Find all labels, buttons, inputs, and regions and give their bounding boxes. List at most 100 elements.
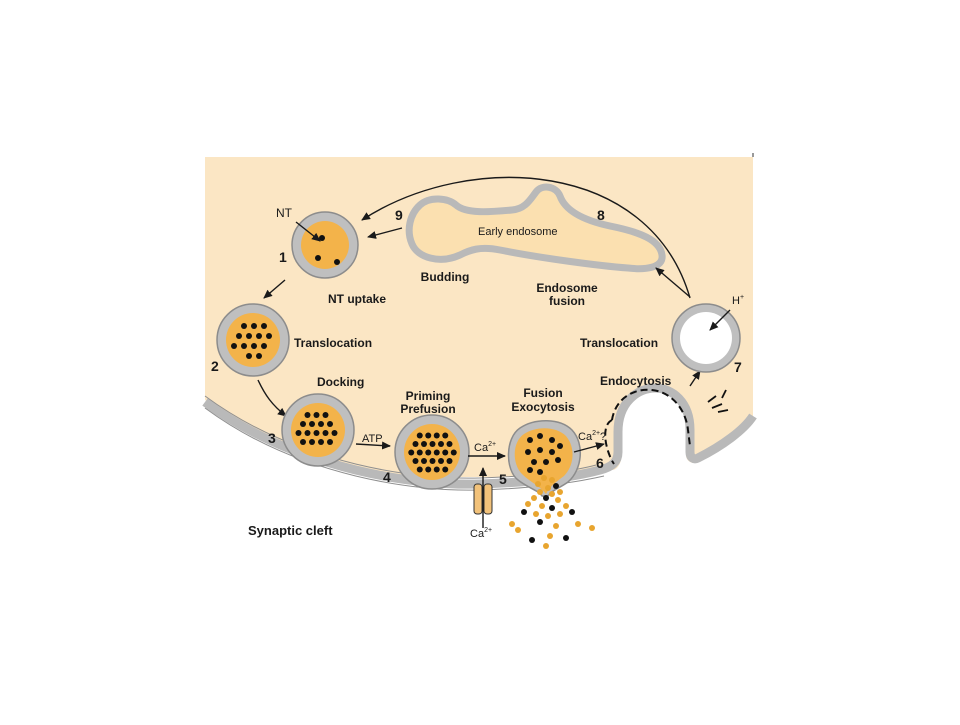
step-9: 9 xyxy=(395,207,403,223)
neurotransmitter-dot xyxy=(241,343,247,349)
neurotransmitter-dot xyxy=(521,509,527,515)
budding-label: Budding xyxy=(421,270,470,284)
neurotransmitter-dot xyxy=(295,430,302,436)
neurotransmitter-dot xyxy=(425,432,432,439)
neurotransmitter-dot xyxy=(549,449,555,455)
neurotransmitter-dot xyxy=(412,458,419,464)
synaptic-cleft-area xyxy=(205,392,753,720)
recycling-arrow xyxy=(361,176,691,299)
neurotransmitter-dot xyxy=(575,521,581,527)
neurotransmitter-dot xyxy=(547,533,553,539)
vesicle-7-empty xyxy=(671,303,741,373)
neurotransmitter-dot xyxy=(429,441,436,447)
neurotransmitter-dot xyxy=(327,421,333,427)
neurotransmitter-dot xyxy=(304,430,311,436)
step-7: 7 xyxy=(734,359,742,375)
neurotransmitter-dot xyxy=(412,441,419,447)
neurotransmitter-dot xyxy=(241,323,247,329)
neurotransmitter-dot xyxy=(549,505,555,511)
neurotransmitter-dot xyxy=(557,489,563,495)
neurotransmitter-dot xyxy=(553,483,559,489)
neurotransmitter-dot xyxy=(246,333,252,339)
neurotransmitter-dot xyxy=(555,457,561,463)
neurotransmitter-dot xyxy=(231,343,237,349)
neurotransmitter-dot xyxy=(261,343,267,349)
neurotransmitter-dot xyxy=(553,523,559,529)
neurotransmitter-dot xyxy=(555,497,561,503)
step-5: 5 xyxy=(499,471,507,487)
neurotransmitter-dot xyxy=(549,477,555,483)
neurotransmitter-dot xyxy=(246,353,252,359)
neurotransmitter-dot xyxy=(425,466,432,473)
neurotransmitter-dot xyxy=(549,491,555,497)
atp-label: ATP xyxy=(362,433,383,445)
neurotransmitter-dot xyxy=(331,430,338,436)
neurotransmitter-dot xyxy=(433,432,440,439)
ca-cleft-label: Ca2+ xyxy=(470,527,492,540)
neurotransmitter-dot xyxy=(251,323,257,329)
neurotransmitter-dot xyxy=(557,511,563,517)
neurotransmitter-dot xyxy=(429,458,436,464)
endosome-fusion-label: Endosome xyxy=(536,281,598,295)
nt-label: NT xyxy=(276,206,293,220)
neurotransmitter-dot xyxy=(525,449,531,455)
endocytic-coat xyxy=(611,388,691,447)
neurotransmitter-dot xyxy=(438,441,444,447)
vesicle-3 xyxy=(281,393,355,467)
neurotransmitter-dot xyxy=(433,466,440,473)
priming-label: Priming xyxy=(406,389,451,403)
step-3: 3 xyxy=(268,430,276,446)
neurotransmitter-dot xyxy=(543,495,549,501)
neurotransmitter-dot xyxy=(313,430,320,436)
step-2: 2 xyxy=(211,358,219,374)
neurotransmitter-dot xyxy=(543,459,549,465)
docking-label: Docking xyxy=(317,375,364,389)
neurotransmitter-dot xyxy=(322,412,329,418)
neurotransmitter-dot xyxy=(416,432,423,439)
h-plus-label: H+ xyxy=(732,294,744,307)
neurotransmitter-dot xyxy=(527,437,533,443)
neurotransmitter-dot xyxy=(309,439,315,445)
neurotransmitter-dot xyxy=(533,511,539,517)
neurotransmitter-dot xyxy=(446,441,453,447)
neurotransmitter-dot xyxy=(541,475,547,481)
early-endosome-label: Early endosome xyxy=(478,226,558,238)
translocation-left-label: Translocation xyxy=(294,336,372,350)
neurotransmitter-dot xyxy=(529,537,535,543)
neurotransmitter-dot xyxy=(545,513,551,519)
vesicle-4 xyxy=(394,414,470,490)
neurotransmitter-dot xyxy=(535,481,541,487)
ca-question-label: Ca2+? xyxy=(578,430,606,443)
neurotransmitter-dot xyxy=(537,447,543,453)
calcium-channel xyxy=(473,467,493,528)
neurotransmitter-dot xyxy=(300,421,306,427)
prefusion-label: Prefusion xyxy=(400,402,455,416)
neurotransmitter-dot xyxy=(313,412,320,418)
neurotransmitter-dot xyxy=(543,543,549,549)
neurotransmitter-dot xyxy=(309,421,315,427)
neurotransmitter-dot xyxy=(236,333,242,339)
neurotransmitter-dot xyxy=(442,466,449,473)
ca-inner-label: Ca2+ xyxy=(474,441,496,454)
neurotransmitter-dot xyxy=(450,449,457,456)
neurotransmitter-dot xyxy=(537,469,543,475)
neurotransmitter-dot xyxy=(408,449,415,456)
neurotransmitter-dot xyxy=(416,449,423,456)
neurotransmitter-dot xyxy=(557,443,563,449)
fusion-label: Fusion xyxy=(523,386,562,400)
neurotransmitter-dot xyxy=(421,458,427,464)
neurotransmitter-dot xyxy=(256,353,262,359)
neurotransmitter-dot xyxy=(318,439,324,445)
neurotransmitter-dot xyxy=(509,521,515,527)
neurotransmitter-dot xyxy=(433,449,440,456)
neurotransmitter-dot xyxy=(531,459,537,465)
neurotransmitter-dot xyxy=(563,535,569,541)
coat-fragments xyxy=(707,389,729,413)
neurotransmitter-dot xyxy=(442,432,449,439)
neurotransmitter-dot xyxy=(537,489,543,495)
neurotransmitter-dot xyxy=(537,433,543,439)
neurotransmitter-dot xyxy=(515,527,521,533)
early-endosome xyxy=(405,183,666,273)
neurotransmitter-dot xyxy=(589,525,595,531)
